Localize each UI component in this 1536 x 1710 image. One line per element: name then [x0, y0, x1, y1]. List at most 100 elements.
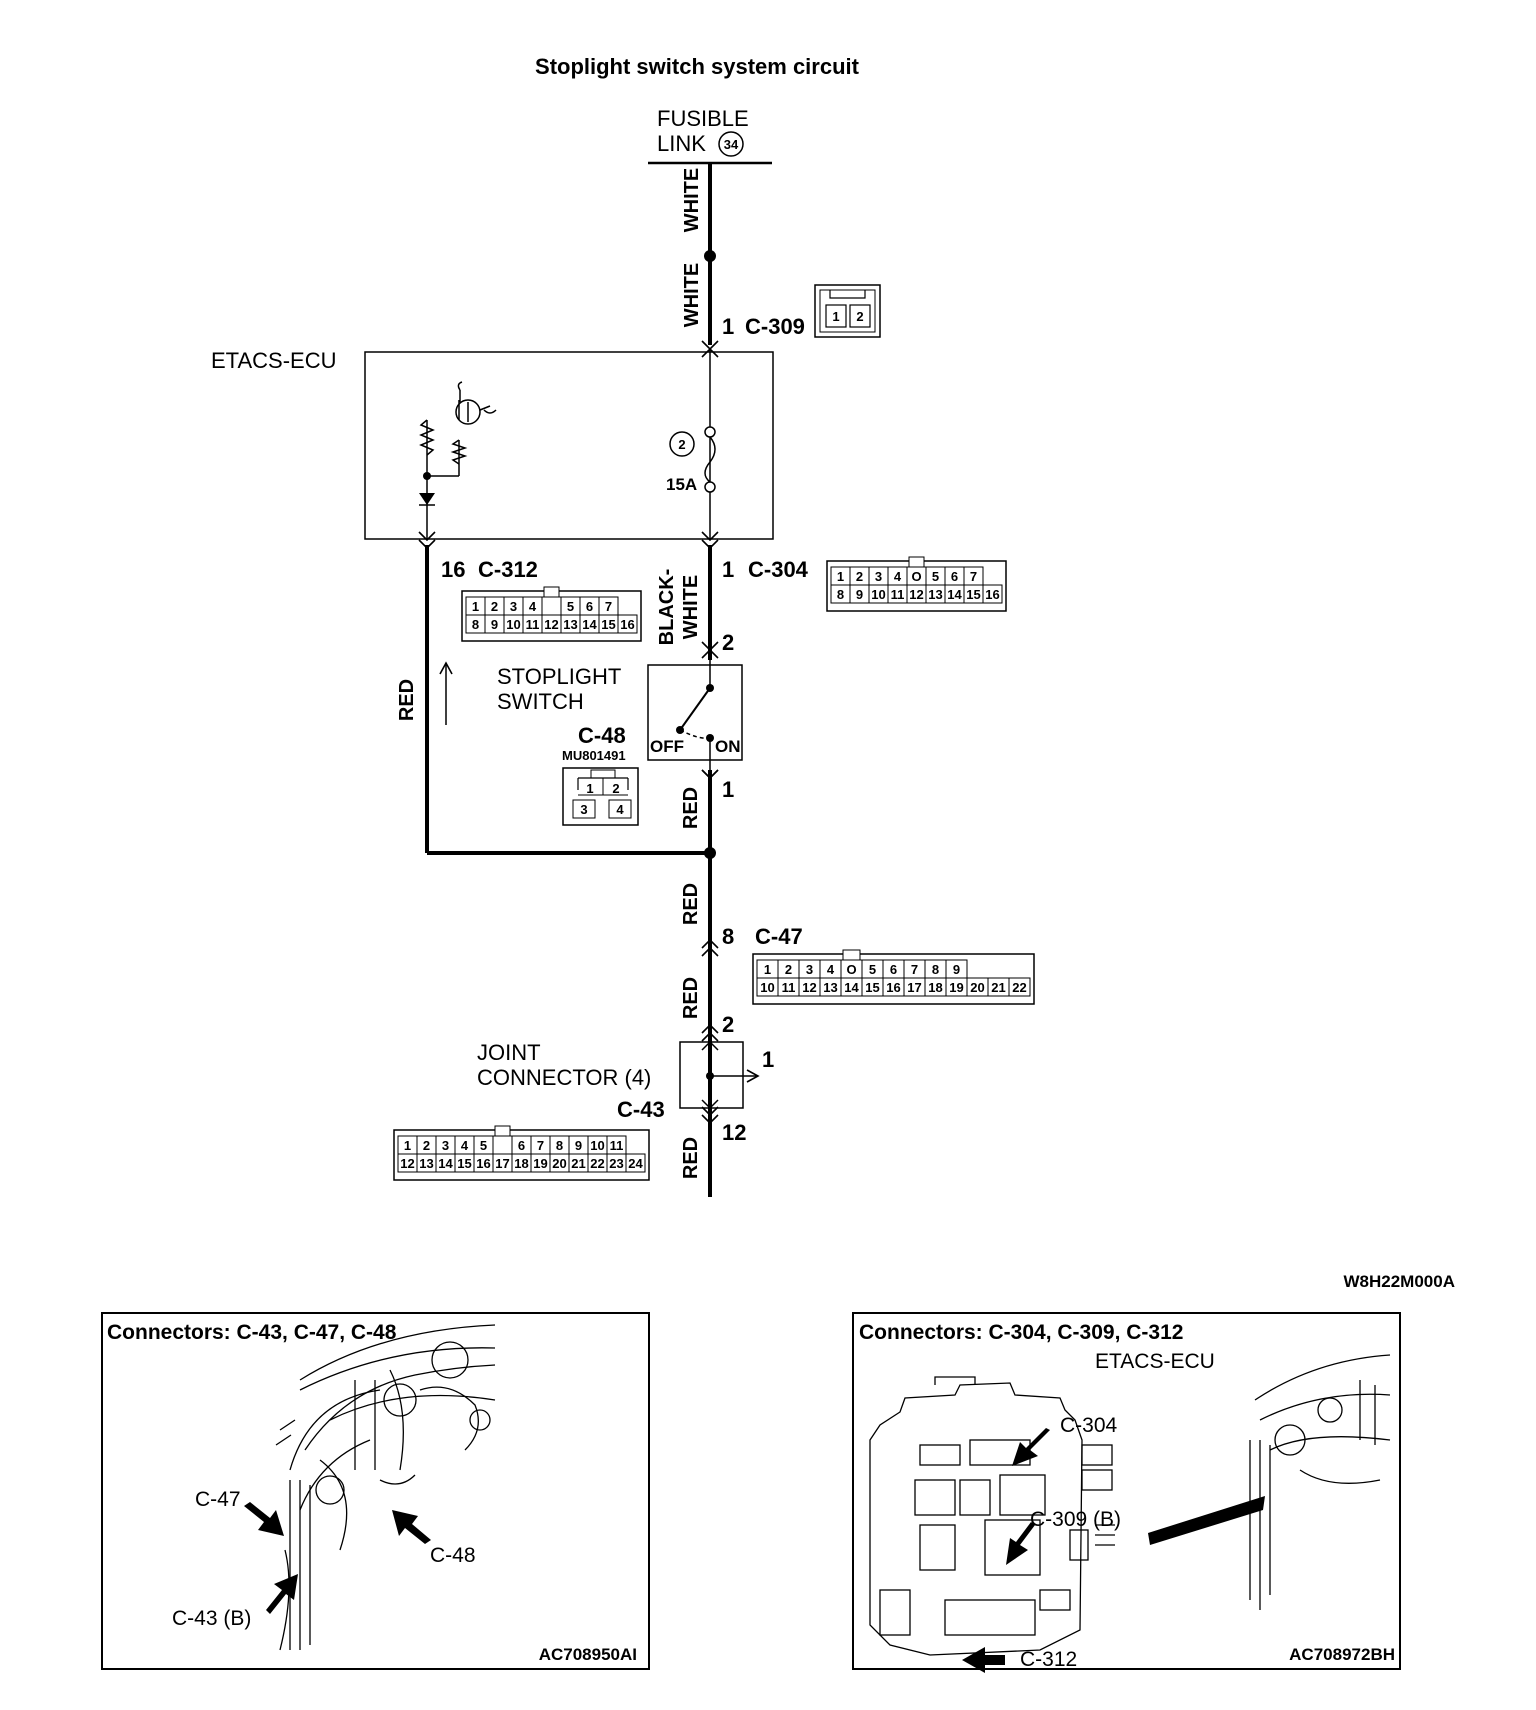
connector-pin-label: 20 — [970, 980, 984, 995]
connector-pin-label: 14 — [947, 587, 962, 602]
joint-connector-label: JOINT — [477, 1040, 541, 1065]
wire-label-black-white-2: WHITE — [680, 575, 702, 639]
connector-pin-label: 13 — [419, 1156, 433, 1171]
stoplight-switch-label-2: SWITCH — [497, 689, 584, 714]
c47-pin-bottom: 2 — [722, 1012, 734, 1037]
connector-cell — [625, 1153, 646, 1173]
connector-pin-label: 7 — [911, 962, 918, 977]
connector-key — [908, 556, 925, 568]
connector-pin-label: 16 — [886, 980, 900, 995]
c312-name: C-312 — [478, 557, 538, 582]
connector-cell — [1008, 977, 1031, 997]
connector-pin-label: 1 — [764, 962, 771, 977]
svg-text:1: 1 — [832, 309, 839, 324]
connector-pin-label: 11 — [891, 587, 905, 602]
connector-pin-label: 16 — [620, 617, 634, 632]
c43-pin-bottom: 12 — [722, 1120, 746, 1145]
connector-pin-label: 1 — [472, 599, 479, 614]
connector-pin-label: 14 — [844, 980, 859, 995]
connector-pin-label: 6 — [890, 962, 897, 977]
wire-label-red-3: RED — [680, 977, 702, 1019]
connector-pin-label: 19 — [949, 980, 963, 995]
connector-pin-label: 2 — [856, 569, 863, 584]
connector-pin-label: 16 — [985, 587, 999, 602]
svg-text:34: 34 — [724, 137, 739, 152]
connector-pin-label: 15 — [966, 587, 980, 602]
connector-chevrons — [418, 340, 719, 1125]
connector-cell — [541, 596, 562, 616]
svg-text:FUSIBLE: FUSIBLE — [657, 106, 749, 131]
c43-pin-out: 1 — [762, 1047, 774, 1072]
location-box-2: Connectors: C-304, C-309, C-312 ETACS-EC… — [852, 1312, 1401, 1673]
callout-c309b: C-309 (B) — [1030, 1508, 1121, 1531]
connector-pin-label: 3 — [510, 599, 517, 614]
connector-pin-label: 2 — [423, 1138, 430, 1153]
svg-text:ETACS-ECU: ETACS-ECU — [211, 348, 337, 373]
c48-pin: 1 — [722, 777, 734, 802]
connector-pin-label: 19 — [533, 1156, 547, 1171]
wire-label-white-mid: WHITE — [681, 263, 703, 327]
connector-pin-label: 10 — [506, 617, 520, 632]
connector-pin-label: 17 — [495, 1156, 509, 1171]
location-box-1: Connectors: C-43, C-47, C-48 C-47 C- — [101, 1312, 650, 1670]
callout-c47: C-47 — [195, 1488, 241, 1511]
wire-label-black-white: BLACK- — [656, 569, 678, 646]
connector-pin-label: 15 — [865, 980, 879, 995]
connector-pin-label: 15 — [601, 617, 615, 632]
callout-c312: C-312 — [1020, 1648, 1077, 1671]
connector-pin-label: 8 — [472, 617, 479, 632]
connector-pin-label: 11 — [610, 1138, 624, 1153]
connector-pin-label: 7 — [537, 1138, 544, 1153]
connector-pin-label: 4 — [529, 599, 537, 614]
connector-pin-label: 21 — [991, 980, 1005, 995]
c312-pin: 16 — [441, 557, 465, 582]
connector-pin-label: 14 — [582, 617, 597, 632]
stoplight-switch-label: STOPLIGHT — [497, 664, 621, 689]
svg-text:1: 1 — [586, 781, 593, 796]
connector-pin-label: 16 — [476, 1156, 490, 1171]
c47-name: C-47 — [755, 924, 803, 949]
connector-pin-label: 10 — [871, 587, 885, 602]
connector-pin-label: 8 — [932, 962, 939, 977]
connector-pin-label: 23 — [609, 1156, 623, 1171]
connector-pin-label: 2 — [785, 962, 792, 977]
c309-connector-face: 1 2 — [814, 284, 881, 338]
connector-pin-label: 6 — [518, 1138, 525, 1153]
callout-c43b: C-43 (B) — [172, 1607, 251, 1630]
wire-label-red-4: RED — [680, 1137, 702, 1179]
wire-label-red-2: RED — [680, 883, 702, 925]
box2-code: AC708972BH — [1289, 1645, 1395, 1664]
red-return-wire — [425, 545, 710, 855]
connector-pin-label: 18 — [514, 1156, 528, 1171]
connector-pin-label: 21 — [571, 1156, 585, 1171]
connector-pin-label: 22 — [1012, 980, 1026, 995]
connector-cell — [492, 1135, 513, 1155]
connector-pin-label: O — [846, 962, 856, 977]
joint-connector-label-2: CONNECTOR (4) — [477, 1065, 651, 1090]
svg-text:3: 3 — [580, 802, 587, 817]
connector-pin-label: 5 — [567, 599, 574, 614]
connector-pin-label: 12 — [909, 587, 923, 602]
svg-text:ON: ON — [715, 737, 741, 756]
svg-text:Connectors: C-304, C-309, C-31: Connectors: C-304, C-309, C-312 — [859, 1321, 1183, 1344]
connector-pin-label: 15 — [457, 1156, 471, 1171]
wire-label-red-1: RED — [680, 787, 702, 829]
connector-outline — [752, 953, 1035, 1005]
connector-key — [842, 949, 861, 961]
svg-text:2: 2 — [612, 781, 619, 796]
fusible-link: FUSIBLE LINK 34 — [648, 106, 772, 165]
connector-pin-label: 13 — [928, 587, 942, 602]
dash-illustration — [1249, 1354, 1391, 1610]
connector-pin-label: 7 — [970, 569, 977, 584]
connector-cell — [982, 584, 1003, 604]
diagram-title: Stoplight switch system circuit — [535, 54, 860, 79]
c309-name: C-309 — [745, 314, 805, 339]
callout-c304: C-304 — [1060, 1414, 1118, 1437]
svg-text:Connectors: C-43, C-47, C-48: Connectors: C-43, C-47, C-48 — [107, 1321, 397, 1344]
connector-pin-label: 24 — [628, 1156, 643, 1171]
connector-key — [494, 1125, 511, 1137]
wire-label-white-top: WHITE — [681, 168, 703, 232]
connector-pin-label: 9 — [953, 962, 960, 977]
